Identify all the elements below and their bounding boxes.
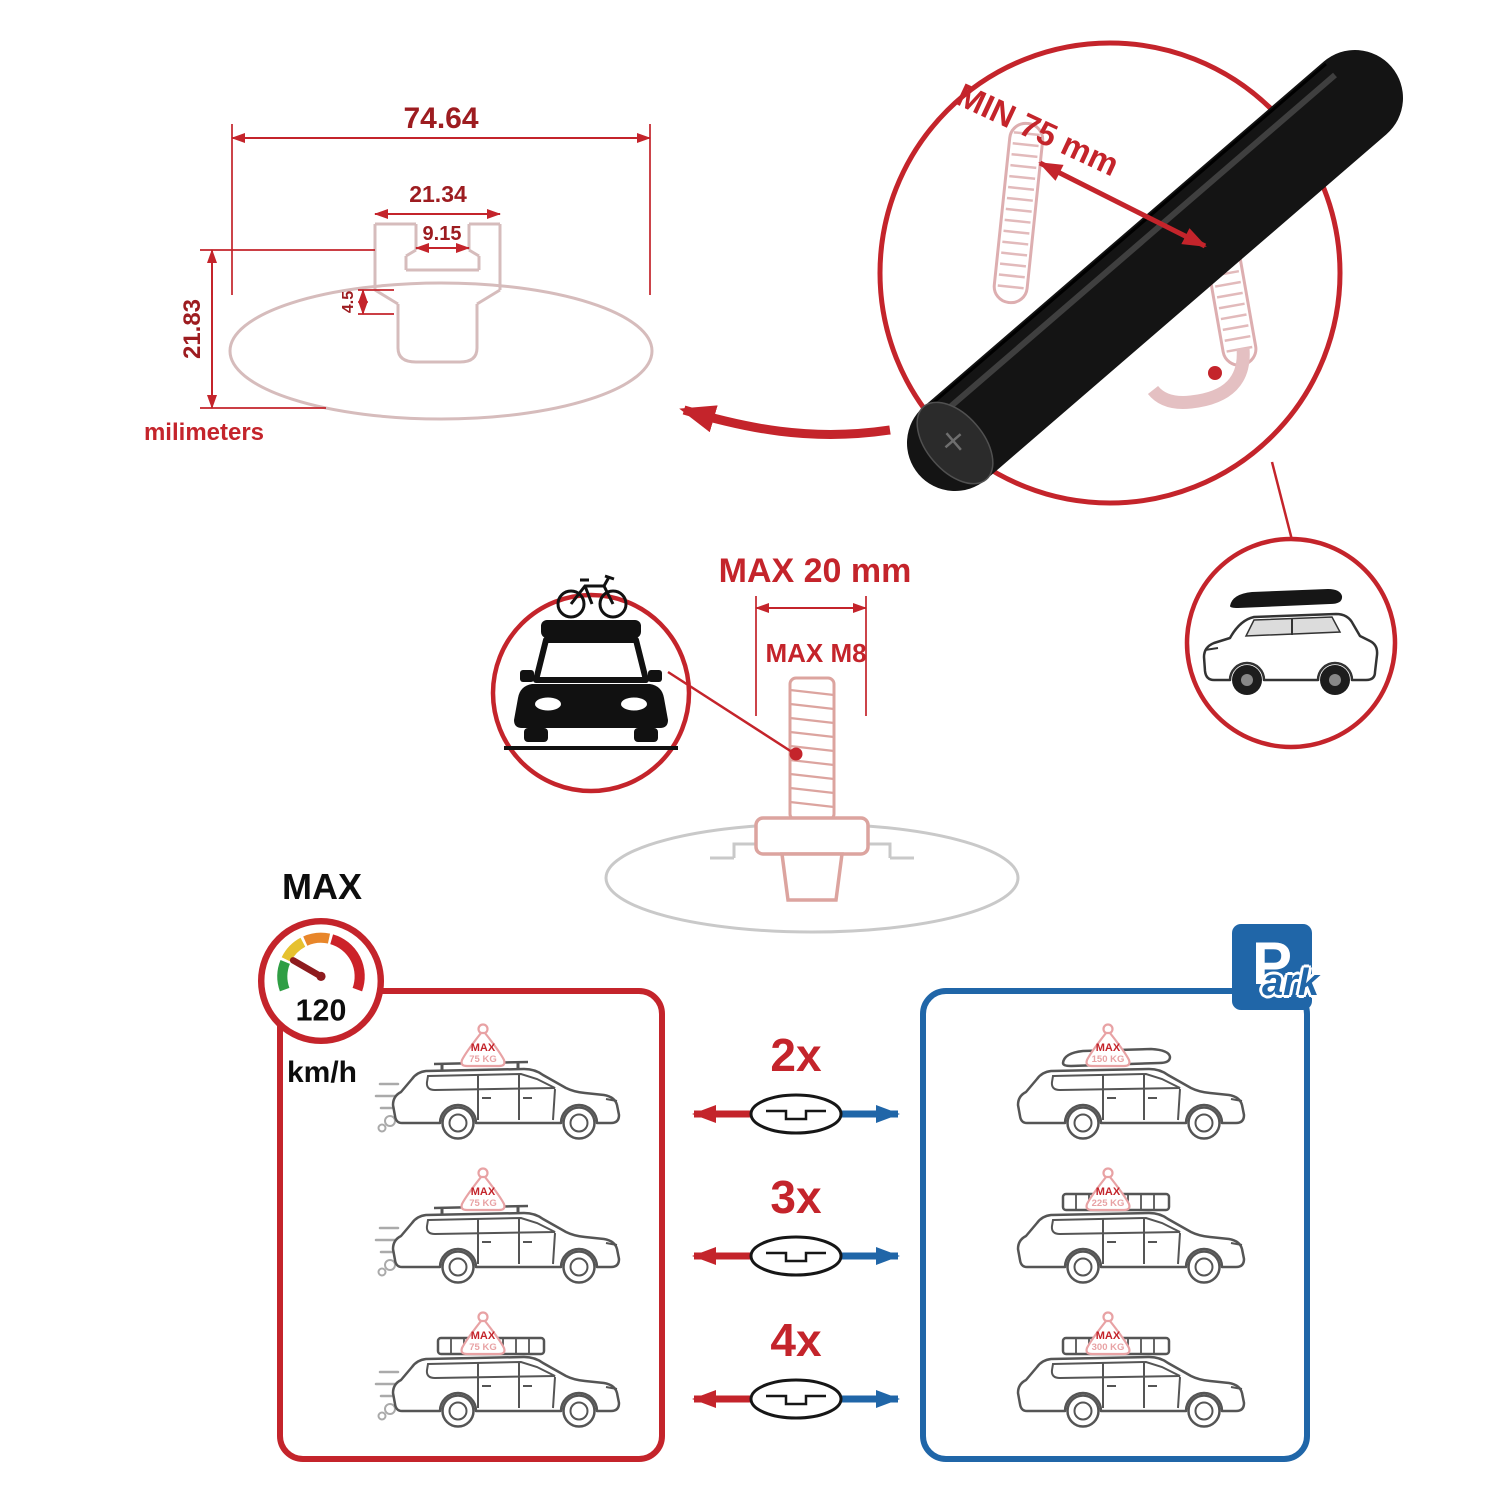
- units-label: milimeters: [144, 419, 264, 446]
- car-icon: [391, 1355, 621, 1428]
- car-icon: [1016, 1355, 1246, 1428]
- speed-limit-value: 120: [296, 995, 347, 1028]
- parked-car-3: MAX 300 KG: [1016, 1311, 1246, 1428]
- tag-max-label: MAX: [471, 1042, 496, 1054]
- driving-car-1: MAX 75 KG: [374, 1023, 621, 1140]
- speed-limit-units: km/h: [286, 1056, 358, 1089]
- count-label-1: 2x: [770, 1029, 822, 1081]
- tag-max-label: MAX: [1096, 1330, 1121, 1342]
- speedometer-gauge: [277, 932, 365, 992]
- tag-load-value: 75 KG: [469, 1198, 496, 1209]
- clamp-hook-ghost: [1147, 347, 1250, 409]
- car-front-bike-circle: [490, 574, 692, 794]
- speedometer: 120: [257, 917, 385, 1045]
- dimension-channel-width: 21.34: [374, 181, 501, 219]
- dim-channel-width-value: 21.34: [409, 181, 467, 207]
- tag-load-value: 75 KG: [469, 1342, 496, 1353]
- driving-car-2: MAX 75 KG: [374, 1167, 621, 1284]
- car-front-icon: [504, 620, 678, 750]
- speedometer-needle: [289, 957, 325, 980]
- t-bolt-ghost: [754, 676, 870, 902]
- tag-load-value: 150 KG: [1092, 1054, 1125, 1065]
- tag-max-label: MAX: [1096, 1042, 1121, 1054]
- roof-box: [1230, 589, 1343, 608]
- tag-max-label: MAX: [471, 1330, 496, 1342]
- tag-max-label: MAX: [1096, 1186, 1121, 1198]
- bolt-callout-dot: [789, 747, 803, 761]
- dimension-total-width: 74.64: [231, 102, 651, 295]
- dim-total-width-value: 74.64: [403, 102, 478, 135]
- crossbar-3d: [907, 50, 1403, 491]
- bolt-spec-diagram: MAX 20 mm MAX M8: [604, 552, 1020, 934]
- tag-load-value: 75 KG: [469, 1054, 496, 1065]
- driving-car-3: MAX 75 KG: [374, 1311, 621, 1428]
- tag-max-label: MAX: [471, 1186, 496, 1198]
- crossbar-section-icon: [749, 1378, 843, 1420]
- car-icon: [391, 1067, 621, 1140]
- car-icon: [391, 1211, 621, 1284]
- bar-count-arrow-1: [692, 1093, 900, 1135]
- crossbar-profile-outline: [228, 222, 654, 421]
- crossbar-detail-circle: MIN 75 mm: [877, 40, 1403, 506]
- count-label-2: 3x: [770, 1171, 822, 1223]
- max-thread-label: MAX M8: [765, 638, 866, 668]
- crossbar-section-icon: [749, 1235, 843, 1277]
- max-slot-width-label: MAX 20 mm: [719, 552, 912, 590]
- dim-slot-width-value: 9.15: [423, 223, 462, 245]
- callout-dot: [1208, 366, 1222, 380]
- tag-load-value: 300 KG: [1092, 1342, 1125, 1353]
- bar-count-arrow-2: [692, 1235, 900, 1277]
- dimension-bar-height: 21.83: [179, 249, 375, 409]
- car-icon: [1016, 1067, 1246, 1140]
- bar-count-arrow-3: [692, 1378, 900, 1420]
- dim-lip-height-value: 4.5: [340, 291, 357, 313]
- dim-bar-height-value: 21.83: [179, 299, 206, 359]
- suv-roofbox-circle: [1184, 536, 1398, 750]
- speed-limit-title: MAX: [282, 866, 362, 907]
- suv-illustration: [1202, 589, 1379, 695]
- clamp-bolt-ghost-left: [992, 121, 1045, 305]
- bike-icon: [556, 574, 628, 619]
- count-label-3: 4x: [770, 1314, 822, 1366]
- parked-car-1: MAX 150 KG: [1016, 1023, 1246, 1140]
- dimension-lip-height: 4.5: [340, 289, 394, 315]
- parked-car-2: MAX 225 KG: [1016, 1167, 1246, 1284]
- dimension-slot-width: 9.15: [415, 223, 470, 253]
- cross-section-diagram: 74.64 21.34 9.15 4.5 21.83 milimeters: [144, 102, 654, 446]
- car-icon: [1016, 1211, 1246, 1284]
- park-sign: P: [1232, 924, 1312, 1010]
- park-sign-suffix: ark: [1262, 962, 1320, 1004]
- park-sign-letter: P: [1251, 930, 1293, 997]
- crossbar-section-icon: [749, 1093, 843, 1135]
- tag-load-value: 225 KG: [1092, 1198, 1125, 1209]
